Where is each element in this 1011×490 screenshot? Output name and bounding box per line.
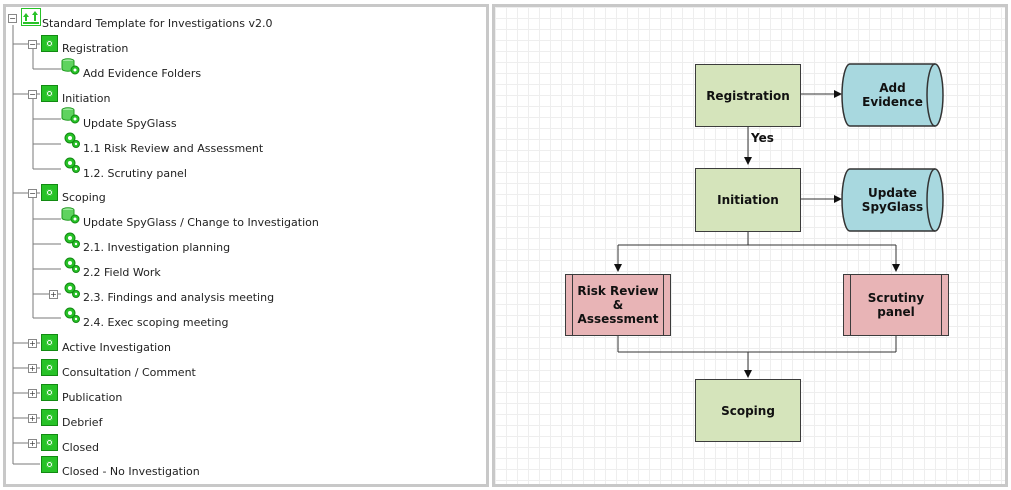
phase-gear-icon [41, 184, 58, 201]
tree-item-exec-scoping-meeting[interactable]: 2.4. Exec scoping meeting [83, 316, 229, 329]
registration-collapse-toggle[interactable]: − [28, 40, 37, 49]
tree-item-consultation[interactable]: Consultation / Comment [62, 366, 196, 379]
initiation-collapse-toggle[interactable]: − [28, 90, 37, 99]
findings-expand-toggle[interactable]: + [49, 290, 58, 299]
task-gear-icon [64, 307, 80, 323]
tree-item-debrief[interactable]: Debrief [62, 416, 103, 429]
add-evidence-datastore[interactable] [841, 63, 944, 127]
scoping-collapse-toggle[interactable]: − [28, 189, 37, 198]
phase-gear-icon [41, 456, 58, 473]
consultation-expand-toggle[interactable]: + [28, 364, 37, 373]
tree-item-scrutiny-panel[interactable]: 1.2. Scrutiny panel [83, 167, 187, 180]
tree-item-update-spyglass[interactable]: Update SpyGlass [83, 117, 177, 130]
task-gear-icon [64, 232, 80, 248]
database-gear-icon [61, 207, 80, 224]
tree-item-update-spyglass-change[interactable]: Update SpyGlass / Change to Investigatio… [83, 216, 319, 229]
task-gear-icon [64, 282, 80, 298]
tree-item-closed[interactable]: Closed [62, 441, 99, 454]
task-gear-icon [64, 157, 80, 173]
scrutiny-panel-label: Scrutiny panel [867, 291, 925, 319]
risk-review-label: Risk Review & Assessment [577, 284, 659, 326]
tree-connector-lines [12, 25, 61, 465]
diagram-connectors [614, 63, 944, 378]
tree-item-closed-no-investigation[interactable]: Closed - No Investigation [62, 465, 200, 478]
phase-gear-icon [41, 334, 58, 351]
tree-root-label[interactable]: Standard Template for Investigations v2.… [42, 17, 273, 30]
closed-expand-toggle[interactable]: + [28, 439, 37, 448]
phase-gear-icon [41, 434, 58, 451]
task-gear-icon [64, 132, 80, 148]
active-investigation-expand-toggle[interactable]: + [28, 339, 37, 348]
template-root-icon [21, 8, 41, 26]
database-gear-icon [61, 58, 80, 75]
update-spyglass-label: Update SpyGlass [861, 186, 924, 214]
workflow-diagram-canvas[interactable]: Registration Add Evidence Yes Initiation… [492, 4, 1008, 487]
tree-item-scoping[interactable]: Scoping [62, 191, 106, 204]
root-collapse-toggle[interactable]: − [8, 14, 17, 23]
tree-item-risk-review[interactable]: 1.1 Risk Review and Assessment [83, 142, 264, 155]
scrutiny-panel-subprocess-box[interactable]: Scrutiny panel [843, 274, 949, 336]
tree-item-initiation[interactable]: Initiation [62, 92, 111, 105]
tree-item-field-work[interactable]: 2.2 Field Work [83, 266, 161, 279]
publication-expand-toggle[interactable]: + [28, 389, 37, 398]
add-evidence-label: Add Evidence [862, 81, 923, 109]
task-gear-icon [64, 257, 80, 273]
tree-item-registration[interactable]: Registration [62, 42, 129, 55]
update-spyglass-datastore[interactable] [841, 168, 944, 232]
phase-gear-icon [41, 85, 58, 102]
yes-edge-label: Yes [751, 131, 774, 145]
phase-gear-icon [41, 409, 58, 426]
tree-item-publication[interactable]: Publication [62, 391, 123, 404]
initiation-process-box[interactable]: Initiation [695, 168, 801, 232]
registration-process-box[interactable]: Registration [695, 64, 801, 127]
tree-item-investigation-planning[interactable]: 2.1. Investigation planning [83, 241, 231, 254]
template-tree-panel: − − − − + + + + + + Standard Template fo… [3, 4, 489, 487]
phase-gear-icon [41, 359, 58, 376]
risk-review-subprocess-box[interactable]: Risk Review & Assessment [565, 274, 671, 336]
debrief-expand-toggle[interactable]: + [28, 414, 37, 423]
tree-item-active-investigation[interactable]: Active Investigation [62, 341, 171, 354]
database-gear-icon [61, 107, 80, 124]
scoping-process-box[interactable]: Scoping [695, 379, 801, 442]
phase-gear-icon [41, 35, 58, 52]
phase-gear-icon [41, 384, 58, 401]
tree-item-add-evidence-folders[interactable]: Add Evidence Folders [83, 67, 202, 80]
tree-item-findings-meeting[interactable]: 2.3. Findings and analysis meeting [83, 291, 275, 304]
